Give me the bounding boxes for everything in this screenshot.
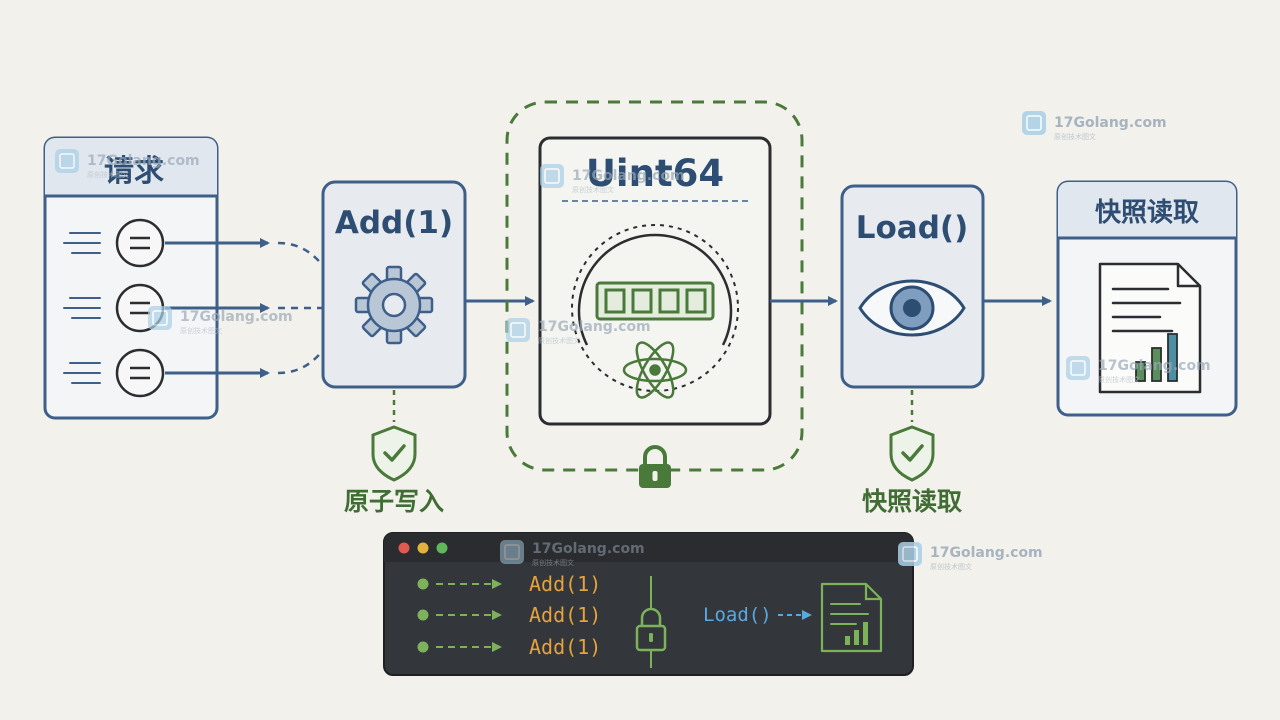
window-maximize-button[interactable] xyxy=(436,542,448,554)
shield-check-icon xyxy=(889,425,935,482)
watermark-text: 17Golang.com xyxy=(538,319,651,335)
watermark-3: 17Golang.com 原创技术图文 xyxy=(540,164,685,194)
eye-icon xyxy=(858,279,966,337)
report-document-icon xyxy=(1098,262,1202,394)
watermark-8: 17Golang.com 原创技术图文 xyxy=(898,542,1043,571)
terminal-op-row-3: Add(1) xyxy=(417,635,601,659)
watermark-text: 17Golang.com xyxy=(180,309,293,325)
watermark-subtext: 原创技术图文 xyxy=(1054,132,1096,141)
watermark-subtext: 原创技术图文 xyxy=(87,170,129,179)
watermark-subtext: 原创技术图文 xyxy=(572,185,614,194)
terminal-load: Load() xyxy=(703,604,772,626)
watermark-1: 17Golang.com 原创技术图文 xyxy=(1022,111,1167,141)
watermark-logo-icon xyxy=(898,542,922,566)
add-panel: Add(1) xyxy=(321,180,467,389)
watermark-text: 17Golang.com xyxy=(1054,115,1167,131)
atomic-write-label: 原子写入 xyxy=(344,487,444,516)
request-panel: 请求 xyxy=(43,136,219,420)
uint64-panel-title: Uint64 xyxy=(586,152,724,195)
request-item-3 xyxy=(63,348,165,398)
uint64-panel: Uint64 xyxy=(538,136,772,426)
load-panel: Load() xyxy=(840,184,985,389)
window-close-button[interactable] xyxy=(398,542,410,554)
window-minimize-button[interactable] xyxy=(417,542,429,554)
terminal-op-row-2: Add(1) xyxy=(417,603,601,627)
request-token-icon xyxy=(115,348,165,398)
terminal-report-icon xyxy=(820,582,883,653)
terminal-op-row-1: Add(1) xyxy=(417,572,601,596)
watermark-logo-icon xyxy=(55,149,79,173)
watermark-logo-icon xyxy=(1066,356,1090,380)
watermark-4: 17Golang.com 原创技术图文 xyxy=(148,306,293,335)
terminal-op-3: Add(1) xyxy=(529,635,601,659)
watermark-subtext: 原创技术图文 xyxy=(1098,375,1140,384)
terminal-op-2: Add(1) xyxy=(529,603,601,627)
watermark-subtext: 原创技术图文 xyxy=(532,558,574,567)
atomic-write-group: 原子写入 xyxy=(344,390,444,516)
gear-icon xyxy=(354,265,434,345)
watermark-text: 17Golang.com xyxy=(1098,358,1211,374)
snapshot-read-group: 快照读取 xyxy=(862,390,962,516)
watermark-logo-icon xyxy=(148,306,172,330)
snapshot-read-label: 快照读取 xyxy=(862,487,962,516)
shield-check-icon xyxy=(371,425,417,482)
snapshot-panel-title: 快照读取 xyxy=(1095,198,1199,228)
request-item-1 xyxy=(63,218,165,268)
watermark-text: 17Golang.com xyxy=(930,545,1043,561)
watermark-subtext: 原创技术图文 xyxy=(930,562,972,571)
watermark-logo-icon xyxy=(506,318,530,342)
watermark-6: 17Golang.com 原创技术图文 xyxy=(1066,356,1211,384)
terminal-op-1: Add(1) xyxy=(529,572,601,596)
watermark-7: 17Golang.com 原创技术图文 xyxy=(500,540,645,567)
watermark-text: 17Golang.com xyxy=(572,168,685,184)
add-panel-title: Add(1) xyxy=(335,205,453,241)
motion-lines-icon xyxy=(63,297,101,319)
watermark-subtext: 原创技术图文 xyxy=(538,336,580,345)
atom-icon xyxy=(622,341,688,399)
request-token-icon xyxy=(115,218,165,268)
terminal-window: Add(1) Add(1) Add(1) Load() xyxy=(383,532,914,676)
watermark-logo-icon xyxy=(1022,111,1046,135)
snapshot-panel: 快照读取 xyxy=(1056,180,1238,417)
watermark-text: 17Golang.com xyxy=(532,541,645,557)
register-icon xyxy=(595,281,715,321)
request-panel-title: 请求 xyxy=(104,154,164,189)
watermark-text: 17Golang.com xyxy=(87,153,200,169)
watermark-subtext: 原创技术图文 xyxy=(180,326,222,335)
watermark-2: 17Golang.com 原创技术图文 xyxy=(55,149,200,179)
motion-lines-icon xyxy=(63,232,101,254)
watermark-5: 17Golang.com 原创技术图文 xyxy=(506,318,651,345)
terminal-lock-icon xyxy=(635,607,667,652)
watermark-logo-icon xyxy=(500,540,524,564)
watermark-logo-icon xyxy=(540,164,564,188)
lock-icon xyxy=(639,445,671,488)
motion-lines-icon xyxy=(63,362,101,384)
load-panel-title: Load() xyxy=(856,210,969,246)
